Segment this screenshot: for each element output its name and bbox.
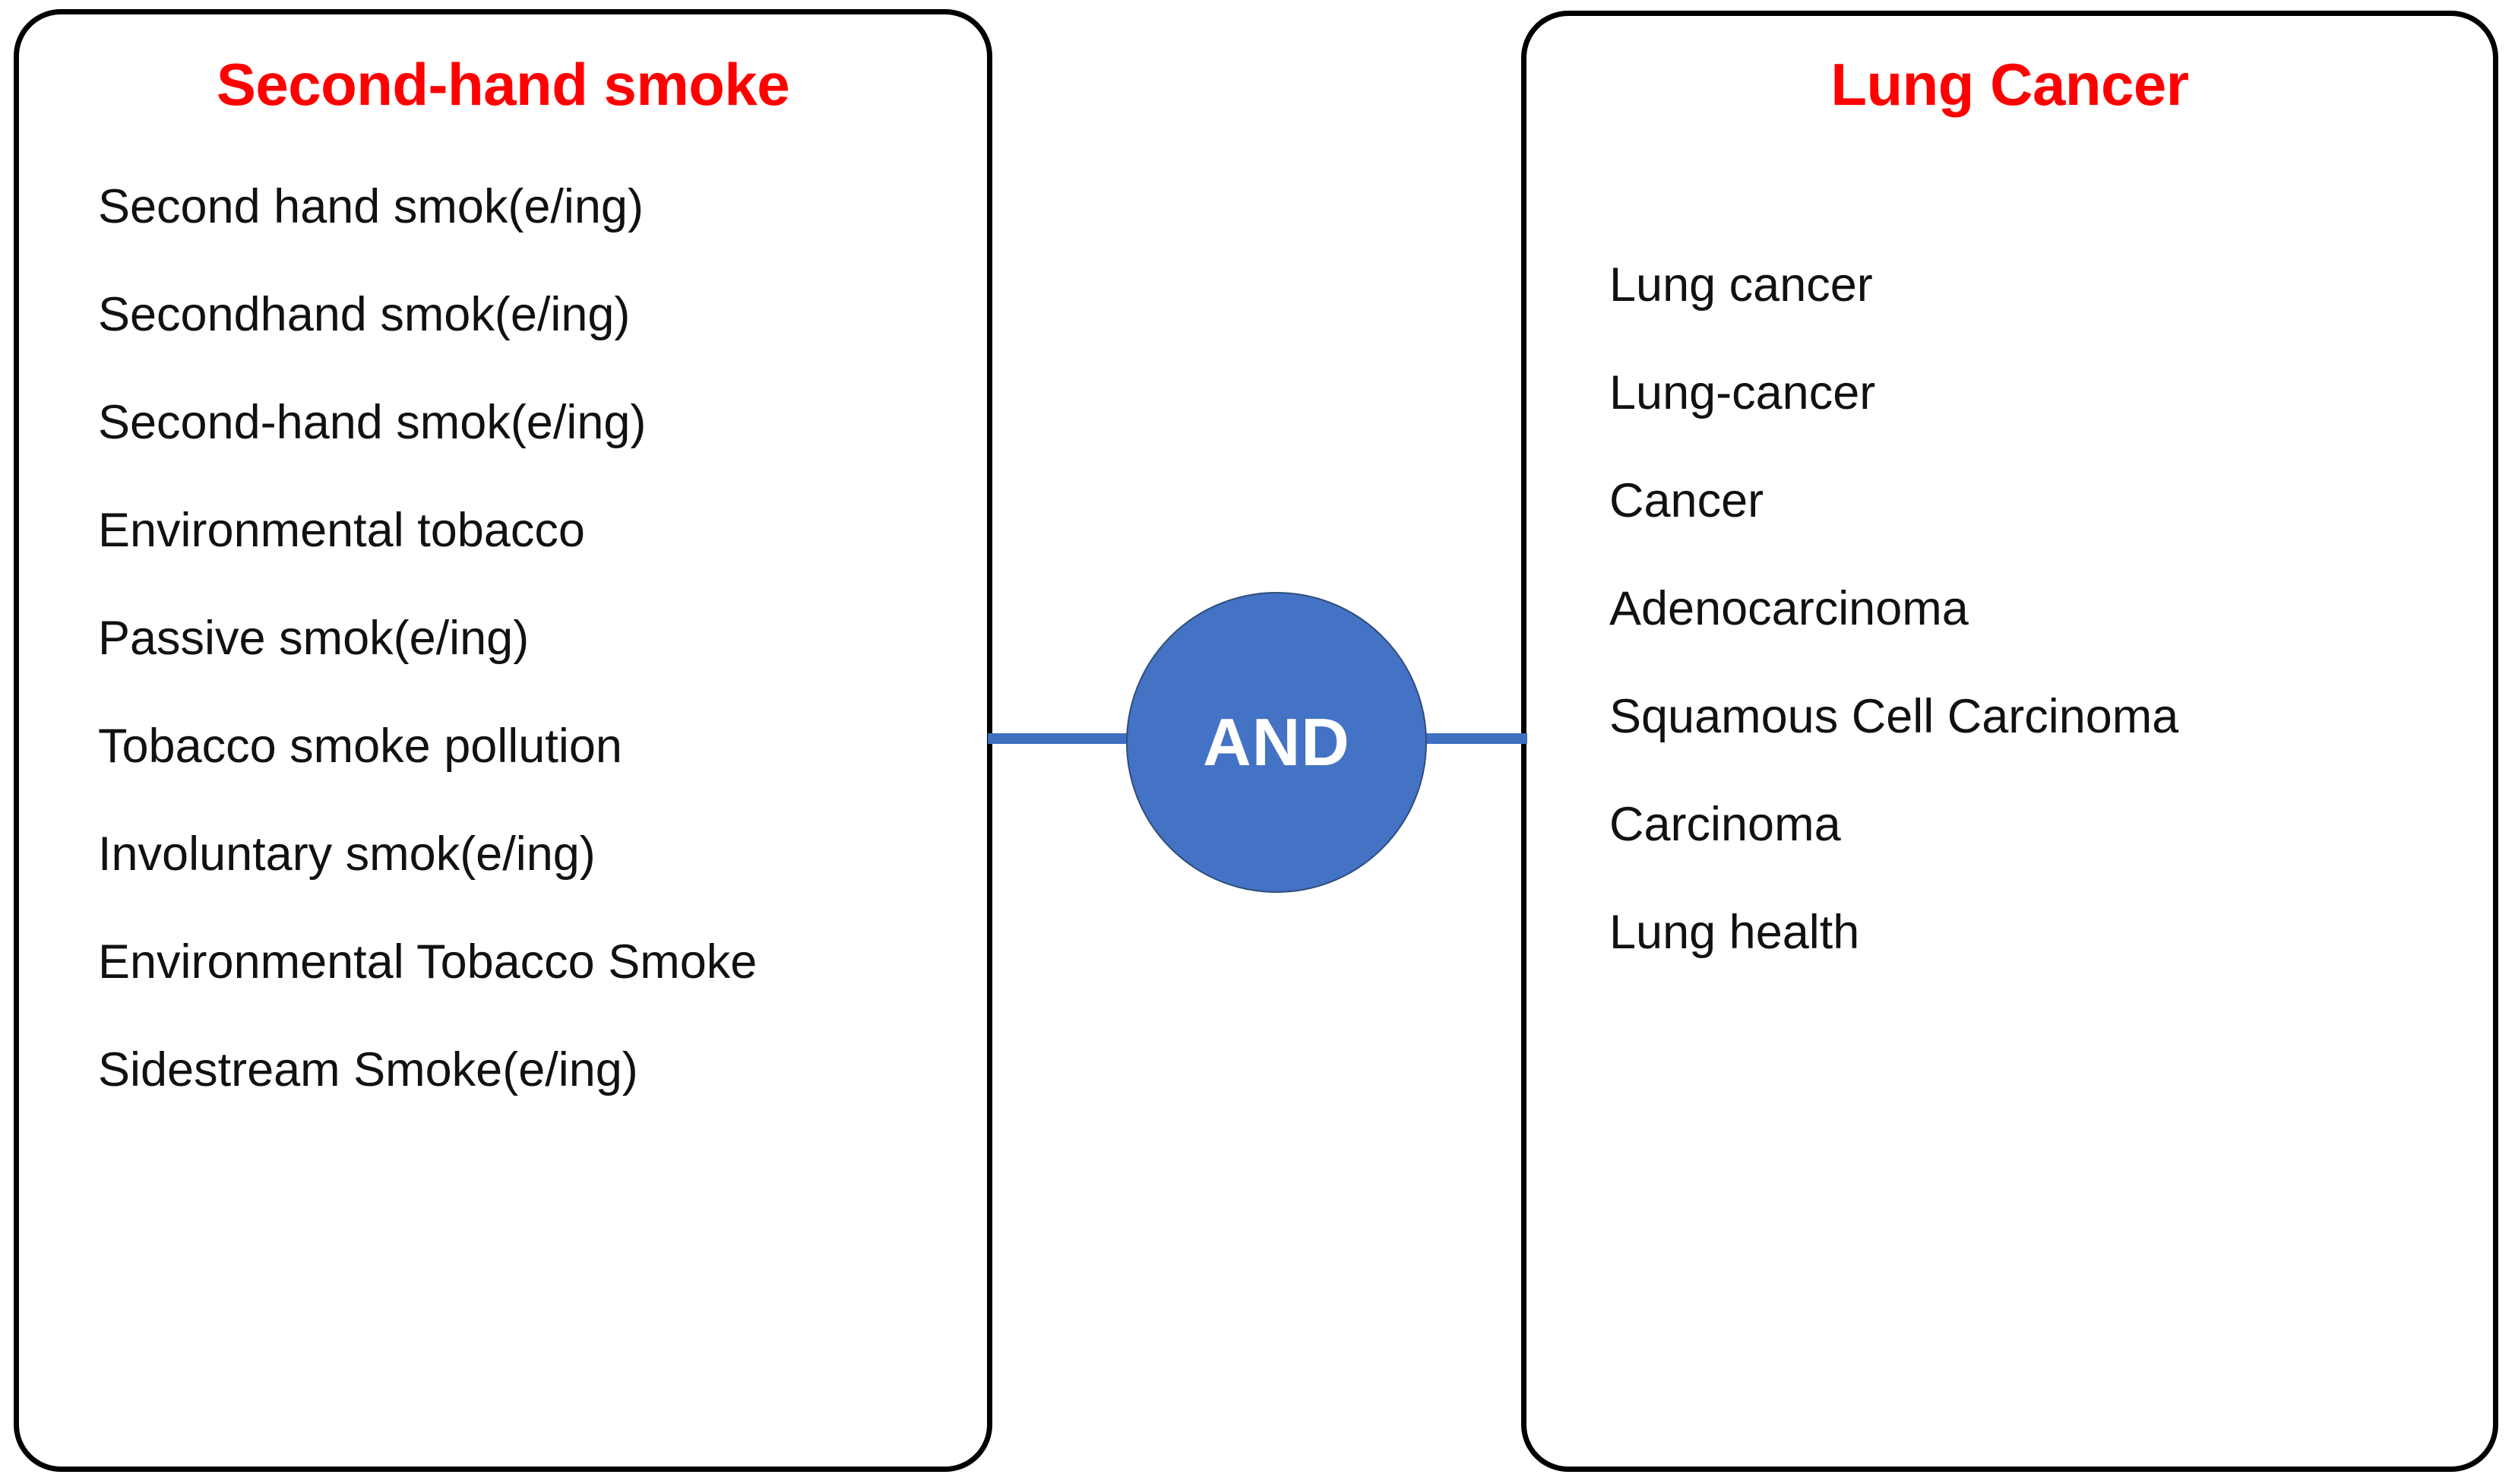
term-item: Second hand smok(e/ing) bbox=[98, 180, 644, 233]
term-item: Environmental tobacco bbox=[98, 504, 585, 557]
term-item: Carcinoma bbox=[1609, 798, 1841, 851]
concept-box-title-lung-cancer: Lung Cancer bbox=[1830, 51, 2189, 118]
boolean-operator-label: AND bbox=[1203, 704, 1350, 780]
term-item: Secondhand smok(e/ing) bbox=[98, 288, 631, 341]
term-list-lung-cancer: Lung cancer Lung-cancer Cancer Adenocarc… bbox=[1609, 231, 2178, 986]
concept-box-title-second-hand-smoke: Second-hand smoke bbox=[216, 51, 790, 118]
term-item: Second-hand smok(e/ing) bbox=[98, 396, 647, 449]
term-item: Squamous Cell Carcinoma bbox=[1609, 690, 2179, 743]
term-item: Involuntary smok(e/ing) bbox=[98, 827, 596, 881]
term-list-second-hand-smoke: Second hand smok(e/ing) Secondhand smok(… bbox=[98, 153, 757, 1124]
concept-box-second-hand-smoke: Second-hand smoke Second hand smok(e/ing… bbox=[14, 9, 992, 1472]
term-item: Cancer bbox=[1609, 474, 1764, 527]
term-item: Lung cancer bbox=[1609, 258, 1873, 312]
term-item: Environmental Tobacco Smoke bbox=[98, 935, 758, 989]
term-item: Passive smok(e/ing) bbox=[98, 612, 530, 665]
term-item: Tobacco smoke pollution bbox=[98, 720, 622, 773]
term-item: Lung-cancer bbox=[1609, 366, 1876, 419]
term-item: Adenocarcinoma bbox=[1609, 582, 1969, 635]
boolean-operator-and: AND bbox=[1126, 592, 1427, 893]
connector-line-left bbox=[988, 733, 1137, 744]
concept-box-lung-cancer: Lung Cancer Lung cancer Lung-cancer Canc… bbox=[1521, 11, 2498, 1472]
connector-line-right bbox=[1415, 733, 1527, 744]
term-item: Sidestream Smoke(e/ing) bbox=[98, 1043, 638, 1096]
term-item: Lung health bbox=[1609, 906, 1860, 959]
